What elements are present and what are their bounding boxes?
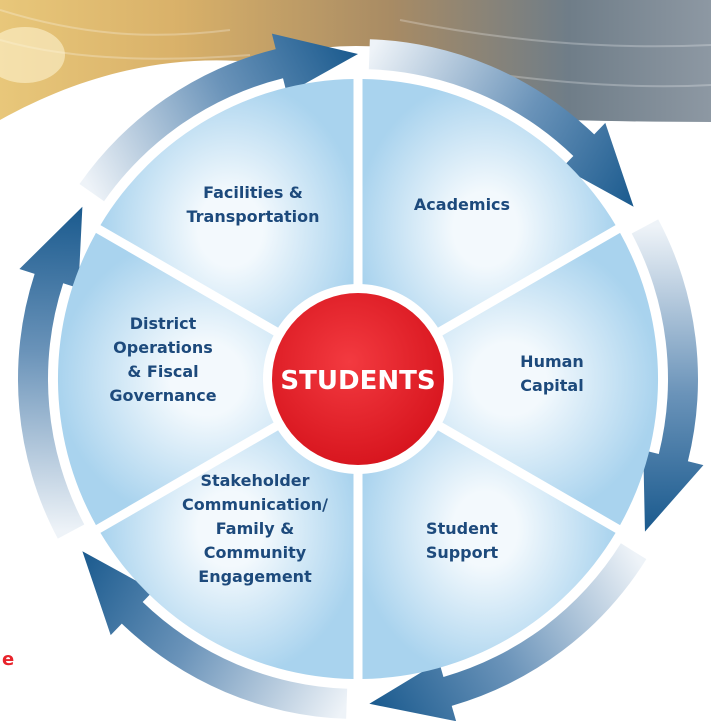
segment-student-support: [355, 379, 616, 679]
label-line: Community: [204, 543, 307, 562]
label-line: Communication/: [182, 495, 328, 514]
label-line: Human: [520, 352, 584, 371]
center-hub: STUDENTS: [263, 284, 453, 474]
label-line: Capital: [520, 376, 583, 395]
segment-human-capital: [360, 232, 659, 526]
label-line: Student: [426, 519, 498, 538]
label-line: Transportation: [186, 207, 319, 226]
label-line: Facilities &: [203, 183, 303, 202]
label-line: & Fiscal: [127, 362, 198, 381]
label-facilities: Facilities & Transportation: [186, 183, 319, 226]
label-line: Operations: [113, 338, 213, 357]
segment-district-operations: [57, 232, 356, 526]
center-label: STUDENTS: [280, 366, 435, 396]
cycle-arrow: [631, 219, 704, 532]
wheel-segments: [57, 79, 659, 679]
segment-stakeholder: [100, 379, 361, 679]
segment-academics: [355, 79, 616, 379]
label-line: Academics: [414, 195, 510, 214]
cycle-arrow: [17, 206, 85, 539]
cycle-arrow: [369, 543, 647, 721]
cycle-arrow: [79, 33, 358, 202]
label-line: Engagement: [198, 567, 312, 586]
label-line: Stakeholder: [200, 471, 309, 490]
label-line: Governance: [109, 386, 216, 405]
segment-facilities: [100, 79, 361, 379]
students-circle: [272, 293, 444, 465]
label-line: District: [130, 314, 197, 333]
label-line: Support: [426, 543, 499, 562]
label-line: Family &: [216, 519, 294, 538]
label-academics: Academics: [414, 195, 510, 214]
edge-mark: e: [2, 649, 14, 670]
